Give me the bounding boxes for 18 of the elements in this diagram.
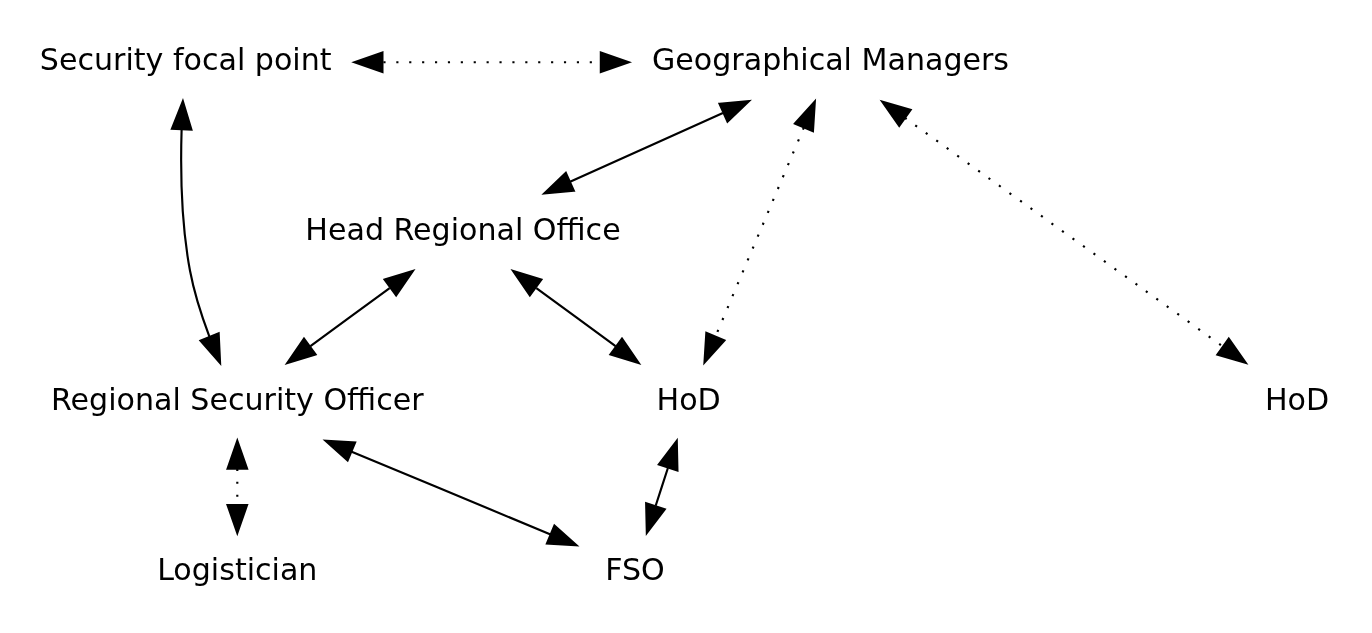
node-text: Logistician [157,551,318,587]
arrow [322,439,580,546]
arrow [284,268,416,365]
node-text: Regional Security Officer [51,381,424,417]
arrow [226,437,249,536]
node-text: HoD [656,381,721,417]
node-text: Security focal point [39,41,332,77]
node-text: HoD [1264,381,1330,417]
arrow [541,99,752,195]
arrow [703,98,817,365]
arrow [879,99,1249,365]
arrow [645,437,679,536]
node-text: FSO [605,551,665,587]
arrow [170,97,222,366]
node-text: Head Regional Office [305,211,621,247]
arrow [510,268,642,365]
node-text: Geographical Managers [652,41,1010,77]
arrow [351,50,633,74]
